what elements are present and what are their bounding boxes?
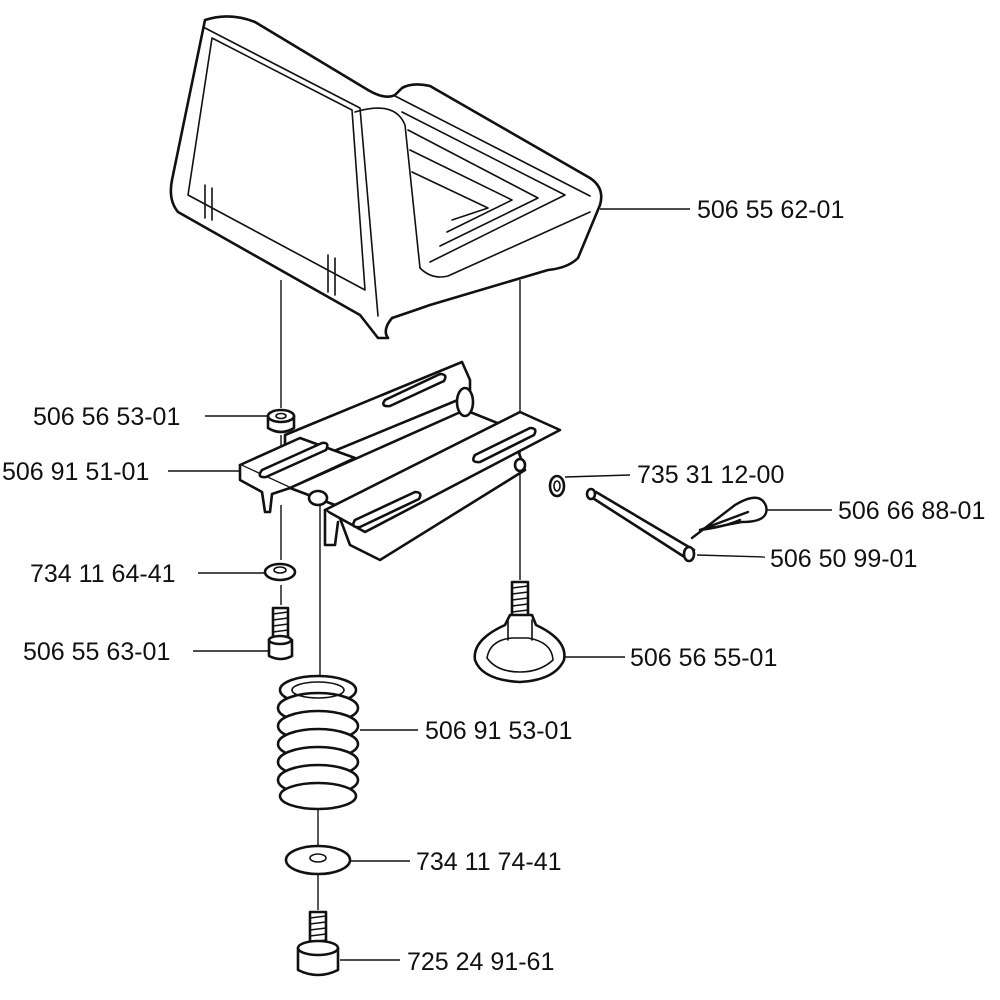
label-bolt-large: 725 24 91-61 <box>407 948 554 976</box>
label-washer-large: 734 11 74-41 <box>416 848 562 876</box>
label-nut: 506 56 53-01 <box>33 403 180 431</box>
spring-part <box>276 674 360 811</box>
bracket-part <box>238 360 562 562</box>
pin-part <box>585 487 696 563</box>
label-bracket: 506 91 51-01 <box>2 458 149 486</box>
seat-part <box>169 15 603 340</box>
bolt-small-part <box>267 606 294 661</box>
label-leaders <box>168 208 832 961</box>
part-labels: 506 55 62-01 506 56 53-01 506 91 51-01 7… <box>2 196 985 976</box>
label-pin: 506 50 99-01 <box>770 545 917 573</box>
label-seat: 506 55 62-01 <box>697 196 844 224</box>
knob-part <box>473 580 566 684</box>
label-bolt-small: 506 55 63-01 <box>23 638 170 666</box>
nut-part <box>266 408 296 434</box>
label-washer-small: 734 11 64-41 <box>30 560 176 588</box>
label-washer-pin: 735 31 12-00 <box>637 461 784 489</box>
bolt-large-part <box>296 910 340 977</box>
label-clip: 506 66 88-01 <box>838 497 985 525</box>
label-spring: 506 91 53-01 <box>425 717 572 745</box>
alignment-lines <box>280 280 521 910</box>
washer-pin-part <box>548 474 566 498</box>
label-knob: 506 56 55-01 <box>630 644 777 672</box>
washer-large-part <box>284 844 352 876</box>
clip-part <box>690 496 768 540</box>
washer-small-part <box>263 562 297 582</box>
